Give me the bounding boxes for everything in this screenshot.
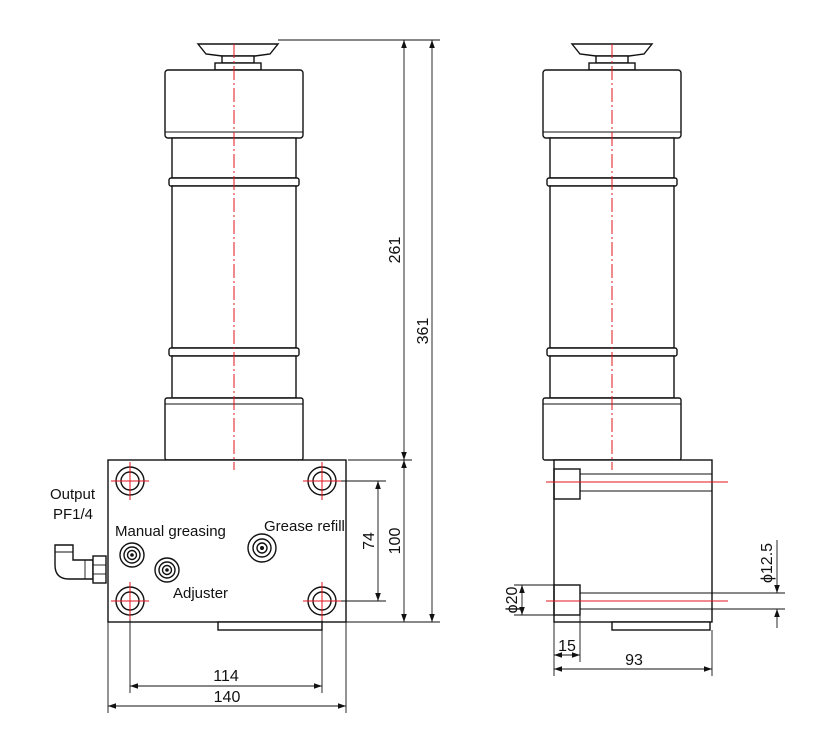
front-pump-block — [107, 459, 347, 631]
grease-refill-port — [247, 533, 277, 563]
output-label: Output — [50, 486, 96, 503]
adjuster-label: Adjuster — [173, 585, 228, 602]
dimension-block-depth — [554, 630, 713, 676]
output-thread-label: PF1/4 — [53, 506, 93, 523]
dimension-hole-diameter — [712, 540, 785, 628]
dimension-hole-spacing-horizontal — [129, 620, 323, 693]
dimension-block-width — [107, 622, 347, 713]
side-through-hole-top — [553, 468, 712, 500]
output-elbow-fitting — [54, 544, 107, 584]
side-view — [542, 43, 728, 631]
hole-spacing-vertical-value: 74 — [361, 532, 378, 550]
counterbore-diameter-value: ϕ20 — [504, 587, 521, 614]
manual-greasing-label: Manual greasing — [115, 523, 226, 540]
dimension-hole-spacing-vertical — [341, 480, 386, 602]
block-depth-value: 93 — [625, 652, 643, 669]
reservoir-height-value: 261 — [387, 237, 404, 264]
counterbore-depth-value: 15 — [558, 638, 576, 655]
hole-diameter-value: ϕ12.5 — [759, 543, 776, 583]
manual-greasing-port — [119, 542, 145, 568]
total-height-value: 361 — [415, 318, 432, 345]
dimension-counterbore-diameter — [514, 584, 554, 616]
side-pump-block — [553, 459, 713, 631]
hole-spacing-horizontal-value: 114 — [213, 668, 239, 685]
front-centerlines — [111, 44, 341, 620]
side-through-hole-bottom — [553, 584, 712, 616]
front-handle — [196, 43, 280, 71]
adjuster-screw — [154, 557, 180, 583]
grease-refill-label: Grease refill — [264, 518, 345, 535]
block-width-value: 140 — [214, 689, 241, 706]
front-view — [54, 43, 347, 631]
dimension-total-height — [324, 39, 440, 623]
block-height-value: 100 — [387, 528, 404, 555]
side-centerlines — [546, 44, 728, 602]
